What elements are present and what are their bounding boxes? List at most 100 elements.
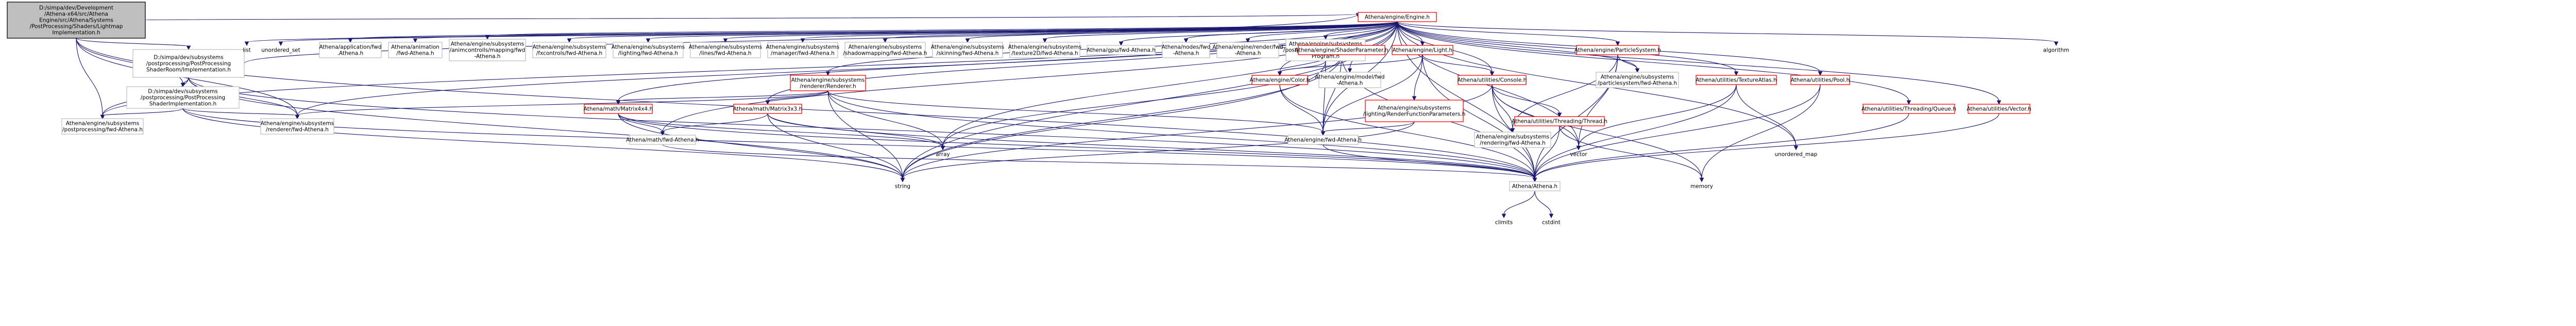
- dependency-edge: [1279, 84, 1324, 133]
- node-label-line: Athena/engine/subsystems: [931, 44, 1004, 51]
- dependency-edge: [1422, 54, 1535, 179]
- edge-arrowhead: [1793, 145, 1799, 151]
- graph-node-nodes-fwd[interactable]: Athena/nodes/fwd-Athena.h: [1162, 42, 1211, 58]
- graph-node-root: D:/simpa/dev/Development/Athena-x64/src/…: [7, 2, 146, 39]
- node-frame: [1696, 75, 1777, 85]
- graph-node-shaderimpl-h[interactable]: D:/simpa/dev/subsystems/postprocessing/P…: [132, 49, 245, 78]
- graph-node-matrix3x3-h[interactable]: Athena/math/Matrix3x3.h: [733, 104, 802, 114]
- graph-node-shaderparam-h[interactable]: Athena/engine/ShaderParameter.h: [1295, 45, 1388, 55]
- edge-arrowhead: [295, 115, 300, 120]
- node-label-line: Athena/math/fwd-Athena.h: [626, 137, 699, 143]
- graph-node-renderer-h[interactable]: Athena/engine/subsystems/renderer/Render…: [790, 75, 866, 91]
- dependency-edge: [76, 38, 103, 116]
- node-label-line: Athena/engine/subsystems: [1008, 44, 1081, 51]
- edge-arrowhead: [1635, 68, 1640, 73]
- node-frame: [532, 42, 606, 58]
- dependency-edge: [1185, 21, 1398, 40]
- node-label-line: Athena/engine/subsystems: [451, 41, 524, 47]
- graph-node-light-h[interactable]: Athena/engine/Light.h: [1392, 45, 1453, 55]
- graph-node-shadowmap-fwd[interactable]: Athena/engine/subsystems/shadowmapping/f…: [843, 42, 927, 58]
- graph-node-skeleton-fwd[interactable]: Athena/engine/subsystems/particlesystem/…: [1596, 72, 1679, 88]
- node-label-line: Athena/utilities/Console.h: [1458, 77, 1527, 84]
- node-frame: [767, 42, 838, 58]
- edge-arrowhead: [1347, 68, 1352, 73]
- node-label-line: /PostProcessing/Shaders/Lightmap: [30, 24, 123, 30]
- graph-node-manager-fwd[interactable]: Athena/engine/subsystems/manager/fwd-Ath…: [766, 42, 839, 58]
- graph-node-thread-h[interactable]: Athena/utilities/Threading/Thread.h: [1512, 116, 1607, 126]
- graph-node-app-fwd[interactable]: Athena/application/fwd.Athena.h: [319, 42, 382, 58]
- node-label-line: -Athena.h: [474, 54, 501, 60]
- graph-node-texture-fwd[interactable]: Athena/engine/subsystems/texture2D/fwd-A…: [1008, 42, 1081, 58]
- node-label-line: Athena/utilities/TextureAtlas.h: [1696, 77, 1776, 84]
- node-label-line: Athena/animation: [391, 44, 439, 51]
- edge-arrowhead: [883, 38, 888, 43]
- dependency-edge: [76, 38, 189, 47]
- dependency-edge: [967, 21, 1398, 40]
- node-label-line: array: [936, 152, 950, 158]
- graph-node-athena-h[interactable]: Athena/Athena.h: [1509, 181, 1561, 191]
- dependency-edge: [618, 90, 828, 102]
- node-label-line: /manager/fwd-Athena.h: [771, 51, 835, 57]
- graph-node-model-fwd[interactable]: Athena/engine/model/fwd-Athena.h: [1315, 72, 1385, 88]
- graph-node-postproc-impl2[interactable]: D:/simpa/dev/subsystems/postprocessing/P…: [126, 86, 240, 109]
- graph-node-pool-h[interactable]: Athena/utilities/Pool.h: [1790, 75, 1850, 85]
- dependency-edge: [1534, 113, 1909, 179]
- graph-node-rendernodes-fwd[interactable]: Athena/engine/render/fwd-Athena.h: [1212, 42, 1283, 58]
- edge-arrowhead: [100, 115, 105, 120]
- dependency-edge: [244, 13, 1359, 64]
- node-label-line: ShaderRoom/Implementation.h: [146, 67, 231, 73]
- graph-node-fxcontrols[interactable]: Athena/engine/subsystems/fxcontrols/fwd-…: [532, 42, 606, 58]
- graph-node-threadqueue-h[interactable]: Athena/utilities/Threading/Queue.h: [1861, 104, 1956, 114]
- node-label-line: Athena/math/Matrix3x3.h: [733, 106, 802, 112]
- graph-node-renderer-fwd[interactable]: Athena/engine/subsystems/renderer/fwd-At…: [260, 118, 334, 135]
- node-label-line: memory: [1690, 184, 1713, 190]
- graph-node-textureatlas-h[interactable]: Athena/utilities/TextureAtlas.h: [1696, 75, 1777, 85]
- node-label-line: Athena/engine/model/fwd: [1315, 74, 1384, 80]
- graph-node-skinning-fwd[interactable]: Athena/engine/subsystems/skinning/fwd-At…: [931, 42, 1004, 58]
- graph-node-render-fwd2[interactable]: Athena/engine/subsystems/rendering/fwd-A…: [1474, 132, 1551, 148]
- graph-node-particles-h[interactable]: Athena/engine/ParticleSystem.h: [1574, 45, 1661, 55]
- graph-node-lightmodel-h[interactable]: Athena/engine/subsystems/lighting/Render…: [1363, 100, 1466, 122]
- graph-node-iostream-h[interactable]: Athena/utilities/Vector.h: [1967, 104, 2031, 114]
- graph-node-animcontroll[interactable]: Athena/engine/subsystems/animcontrolls/m…: [449, 39, 526, 61]
- node-frame: [844, 42, 926, 58]
- node-label-line: Athena/application/fwd: [319, 44, 381, 51]
- node-frame: [260, 118, 334, 135]
- node-label-line: Athena/gpu/fwd-Athena.h: [1087, 47, 1156, 54]
- graph-node-lighting-fwd[interactable]: Athena/engine/subsystems/lighting/fwd-At…: [612, 42, 685, 58]
- dependency-edge: [1534, 84, 1821, 179]
- node-label-line: Athena/utilities/Vector.h: [1967, 106, 2031, 112]
- graph-node-list: list: [243, 47, 250, 54]
- graph-node-math-fwd[interactable]: Athena/math/fwd-Athena.h: [626, 135, 699, 145]
- graph-node-color-h[interactable]: Athena/engine/Color.h: [1250, 75, 1310, 85]
- node-label-line: unordered_set: [261, 47, 300, 54]
- node-label-line: /postprocessing/PostProcessing: [141, 95, 225, 101]
- edge-arrowhead: [825, 71, 831, 76]
- node-label-line: /lighting/RenderFunctionParameters.h: [1363, 111, 1466, 118]
- edge-arrowhead: [660, 131, 665, 136]
- edge-arrowhead: [1245, 38, 1250, 43]
- graph-node-matrix4x4-h[interactable]: Athena/math/Matrix4x4.h: [584, 104, 653, 114]
- edge-arrowhead: [278, 41, 283, 46]
- dependency-edge: [662, 144, 1535, 179]
- graph-node-engine-h[interactable]: Athena/engine/Engine.h: [1358, 12, 1437, 22]
- graph-node-postproc-fwd[interactable]: Athena/engine/subsystems/postprocessing/…: [61, 118, 144, 135]
- graph-node-unordered-map: unordered_map: [1775, 152, 1818, 158]
- node-label-line: .Athena.h: [337, 51, 364, 57]
- graph-node-linesfx-fwd[interactable]: Athena/engine/subsystems/lines/fwd-Athen…: [689, 42, 762, 58]
- graph-node-gpu-fwd[interactable]: Athena/gpu/fwd-Athena.h: [1087, 45, 1156, 55]
- graph-node-anim-fwd[interactable]: Athena/animation/fwd-Athena.h: [388, 42, 443, 58]
- node-label-line: Athena/engine/subsystems: [261, 121, 334, 127]
- graph-node-engine-fwd[interactable]: Athena/engine/fwd-Athena.h: [1284, 135, 1362, 145]
- dependency-edge: [1397, 21, 1999, 102]
- node-label-line: /Athena-x64/src/Athena: [44, 11, 108, 18]
- dependency-edge: [76, 38, 298, 116]
- node-label-line: vector: [1570, 152, 1587, 158]
- graph-node-console-h[interactable]: Athena/utilities/Console.h: [1458, 75, 1527, 85]
- node-label-line: D:/simpa/dev/Development: [39, 5, 113, 11]
- node-label-line: Athena/engine/subsystems: [689, 44, 762, 51]
- graph-node-algorithm: algorithm: [2043, 47, 2070, 54]
- node-frame: [932, 42, 1003, 58]
- dependency-edge: [102, 108, 183, 116]
- dependency-edge: [1422, 54, 1493, 73]
